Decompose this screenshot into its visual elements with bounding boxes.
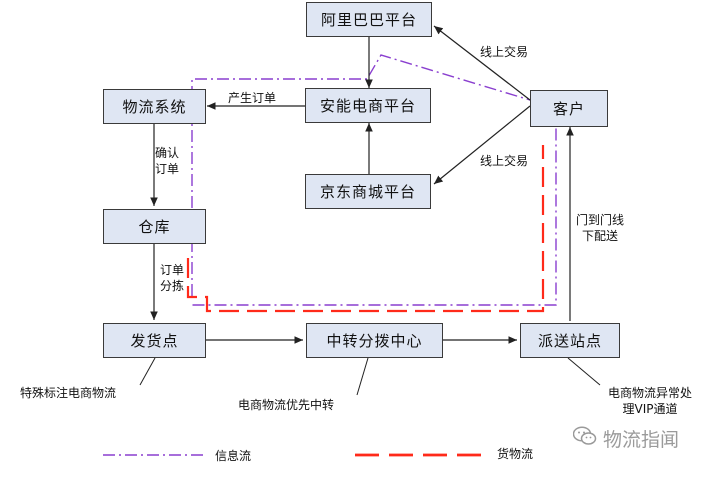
- node-warehouse: 仓库: [103, 209, 206, 244]
- callout-exception: 电商物流异常处 理VIP通道: [608, 385, 692, 417]
- label-confirm-order: 确认 订单: [155, 145, 179, 177]
- callout-exception-line1: 电商物流异常处: [608, 386, 693, 400]
- legend-goods-flow-label: 货物流: [497, 447, 534, 461]
- label-order-picking: 订单 分拣: [160, 262, 184, 294]
- goods-flow-line: [186, 145, 545, 313]
- callout-special-mark: 特殊标注电商物流: [20, 386, 117, 400]
- label-door-to-door-line2: 下配送: [582, 229, 619, 243]
- node-transfer-center: 中转分拨中心: [306, 323, 443, 358]
- node-logistics-system: 物流系统: [103, 89, 206, 124]
- label-generate-order: 产生订单: [228, 91, 277, 105]
- callout-leader-transfer: [356, 357, 369, 396]
- label-online-trade-top: 线上交易: [480, 45, 529, 59]
- watermark: 物流指闻: [572, 425, 680, 452]
- callout-exception-line2: 理VIP通道: [622, 402, 678, 416]
- watermark-text: 物流指闻: [603, 429, 680, 451]
- label-door-to-door: 门到门线 下配送: [576, 212, 624, 244]
- info-flow-line: [191, 54, 557, 306]
- label-door-to-door-line1: 门到门线: [576, 213, 625, 227]
- label-order-picking-line1: 订单: [160, 263, 185, 277]
- node-alibaba: 阿里巴巴平台: [306, 2, 432, 37]
- label-order-picking-line2: 分拣: [160, 279, 185, 293]
- wechat-icon: [572, 426, 597, 451]
- node-anneng: 安能电商平台: [305, 88, 431, 123]
- callout-leader-delivery: [567, 357, 601, 386]
- label-confirm-order-line2: 订单: [155, 162, 180, 176]
- callout-priority-transfer: 电商物流优先中转: [238, 398, 335, 412]
- node-jingdong: 京东商城平台: [305, 174, 431, 209]
- node-customer: 客户: [530, 90, 608, 127]
- arrow-customer-to-jingdong: [433, 105, 531, 185]
- label-online-trade-bottom: 线上交易: [480, 154, 529, 168]
- legend-info-flow-label: 信息流: [215, 449, 252, 463]
- callout-leader-shipping: [139, 357, 156, 386]
- node-delivery-station: 派送站点: [520, 323, 620, 358]
- arrow-customer-to-alibaba: [433, 25, 531, 101]
- node-shipping-point: 发货点: [103, 323, 206, 358]
- label-confirm-order-line1: 确认: [155, 146, 180, 160]
